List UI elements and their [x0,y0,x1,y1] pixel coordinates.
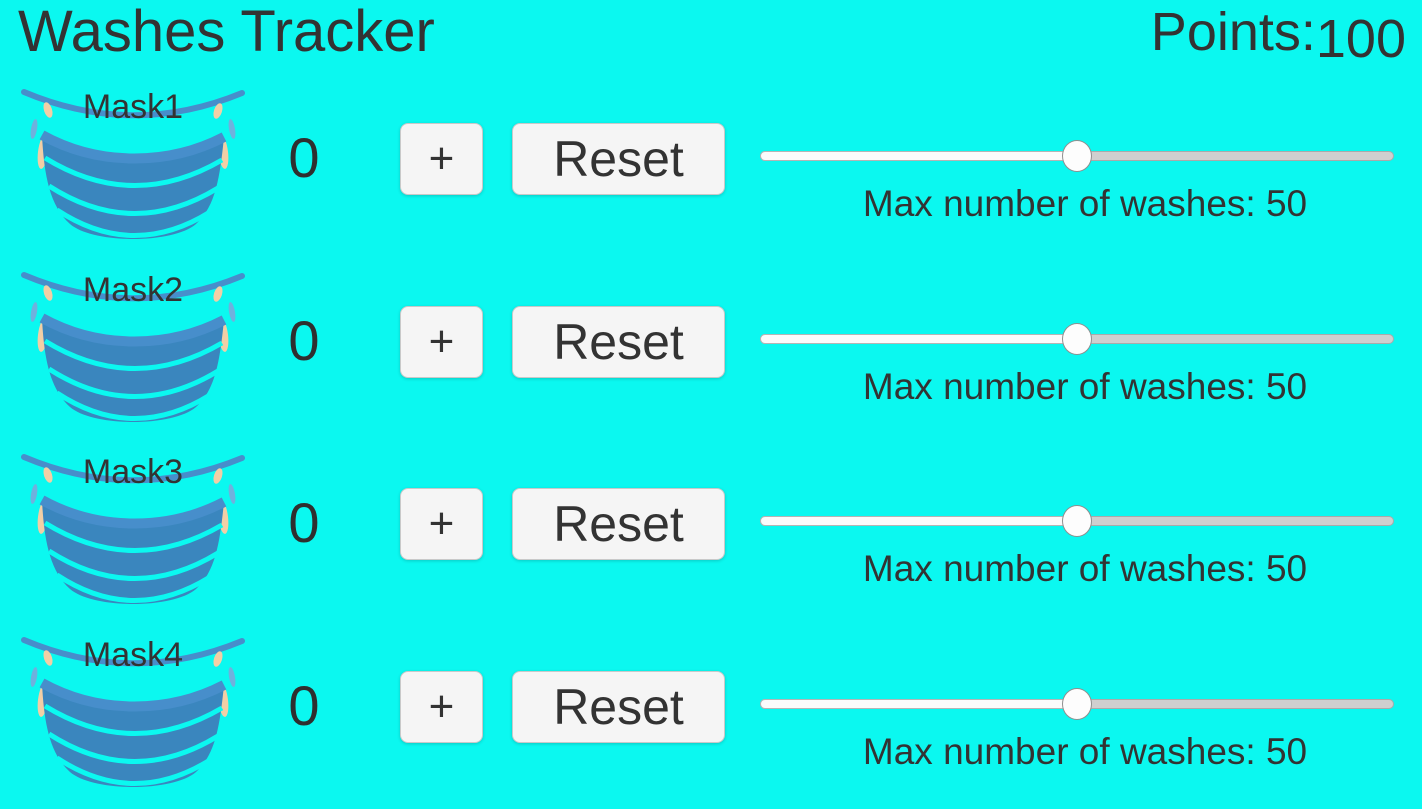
page-title: Washes Tracker [18,0,435,64]
slider-thumb[interactable] [1062,323,1092,355]
reset-button[interactable]: Reset [512,123,725,195]
mask-row: Mask3 0 + Reset Max number of washes: 50 [0,443,1422,626]
mask-label: Mask1 [83,88,183,126]
slider-thumb[interactable] [1062,688,1092,720]
slider-thumb[interactable] [1062,505,1092,537]
wash-count: 0 [288,126,320,189]
mask-label: Mask4 [83,636,183,674]
max-washes-label: Max number of washes: 50 [862,366,1308,407]
reset-button[interactable]: Reset [512,488,725,560]
points-label: Points: [1150,2,1316,62]
mask-row: Mask2 0 + Reset Max number of washes: 50 [0,261,1422,444]
max-washes-slider[interactable] [760,684,1394,724]
max-washes-label: Max number of washes: 50 [862,731,1308,772]
max-washes-slider[interactable] [760,319,1394,359]
slider-track-fill [760,334,1077,344]
points-display: Points: 100 [1150,2,1406,66]
increment-button[interactable]: + [400,671,483,743]
surgical-mask-icon: Mask1 [21,88,245,239]
points-value: 100 [1315,9,1406,69]
mask-row: Mask1 0 + Reset Max number of washes: 50 [0,78,1422,261]
wash-count: 0 [288,309,320,372]
increment-button[interactable]: + [400,488,483,560]
surgical-mask-icon: Mask2 [21,271,245,422]
increment-button[interactable]: + [400,123,483,195]
max-washes-label: Max number of washes: 50 [862,183,1308,224]
wash-count: 0 [288,674,320,737]
surgical-mask-icon: Mask4 [21,636,245,787]
slider-track-fill [760,151,1077,161]
mask-label: Mask3 [83,453,183,491]
max-washes-label: Max number of washes: 50 [862,548,1308,589]
slider-track-fill [760,516,1077,526]
wash-count: 0 [288,491,320,554]
slider-track-fill [760,699,1077,709]
surgical-mask-icon: Mask3 [21,453,245,604]
mask-row: Mask4 0 + Reset Max number of washes: 50 [0,626,1422,809]
mask-label: Mask2 [83,271,183,309]
max-washes-slider[interactable] [760,501,1394,541]
reset-button[interactable]: Reset [512,306,725,378]
reset-button[interactable]: Reset [512,671,725,743]
slider-thumb[interactable] [1062,140,1092,172]
max-washes-slider[interactable] [760,136,1394,176]
increment-button[interactable]: + [400,306,483,378]
